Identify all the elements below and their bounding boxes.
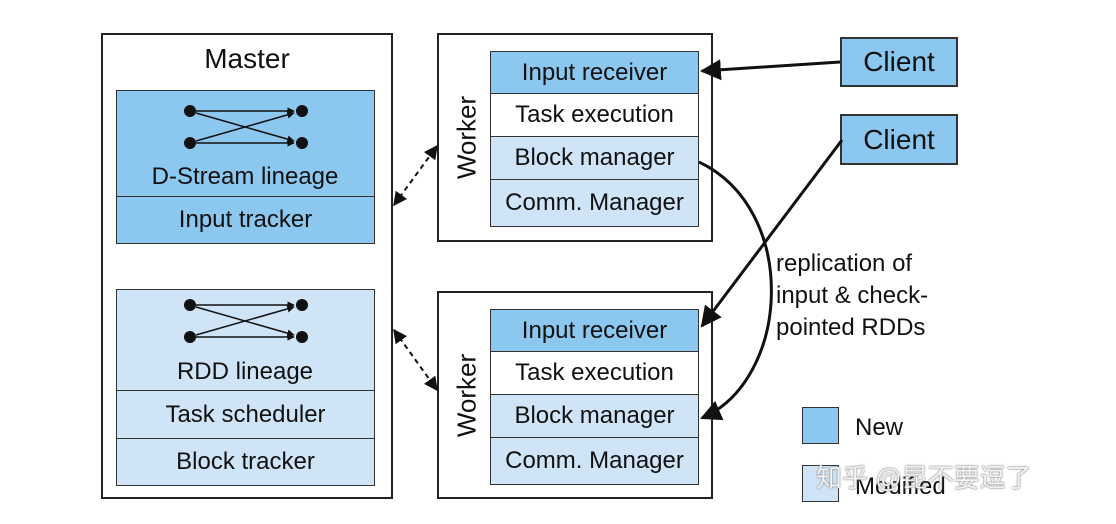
client2-to-worker2-arrow [700, 139, 844, 328]
legend-modified-label: Modified [855, 473, 946, 500]
client-box-2: Client [840, 114, 958, 165]
rdd-lineage-graph [184, 299, 308, 343]
replication-note-line-1: replication of [776, 250, 913, 277]
rdd-lineage-label: RDD lineage [176, 358, 314, 385]
legend-new-swatch [802, 407, 839, 444]
legend-modified-swatch [802, 465, 839, 502]
legend-new-label: New [855, 414, 904, 441]
master-worker1-link [393, 144, 438, 207]
replication-note-line-3: pointed RDDs [776, 314, 926, 341]
dstream-lineage-label: D-Stream lineage [151, 163, 339, 190]
replication-note-line-2: input & check- [776, 282, 929, 309]
dstream-lineage-graph [184, 105, 308, 149]
worker2-input-receiver: Input receiver [490, 309, 699, 352]
worker1-task-execution: Task execution [490, 93, 699, 137]
worker1-comm-manager: Comm. Manager [490, 179, 699, 227]
watermark: 知乎 @昆不要逗了 [816, 463, 1032, 493]
input-tracker-cell: Input tracker [116, 196, 375, 244]
worker2-comm-manager: Comm. Manager [490, 437, 699, 485]
master-title: Master [204, 43, 290, 74]
rdd-lineage-block: RDD lineage [116, 289, 375, 391]
block-tracker-cell: Block tracker [116, 438, 375, 486]
worker2-task-execution: Task execution [490, 351, 699, 395]
worker1-block-manager: Block manager [490, 136, 699, 180]
client1-to-worker1-arrow [699, 59, 841, 81]
task-scheduler-cell: Task scheduler [116, 390, 375, 439]
replication-arrow [698, 160, 773, 421]
client-box-1: Client [840, 37, 958, 87]
master-worker2-link [393, 328, 438, 392]
